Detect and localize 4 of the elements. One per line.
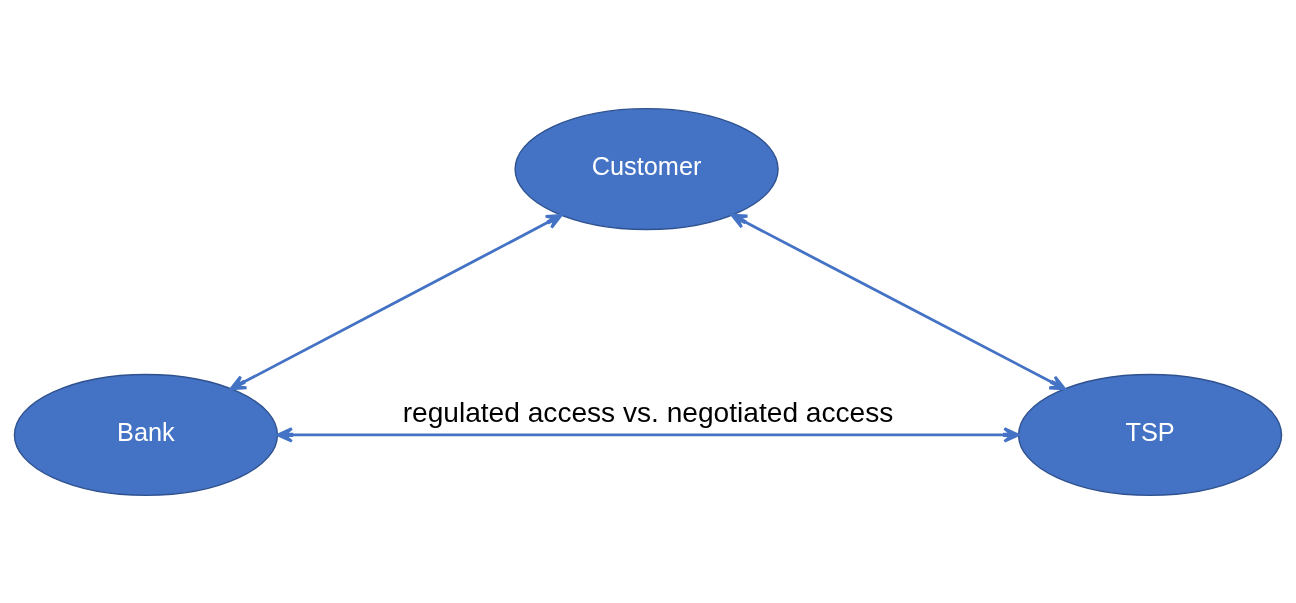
edge-label: regulated access vs. negotiated access xyxy=(402,396,894,428)
arrow xyxy=(730,213,1067,390)
arrow xyxy=(276,426,1020,443)
arrow xyxy=(229,213,563,390)
